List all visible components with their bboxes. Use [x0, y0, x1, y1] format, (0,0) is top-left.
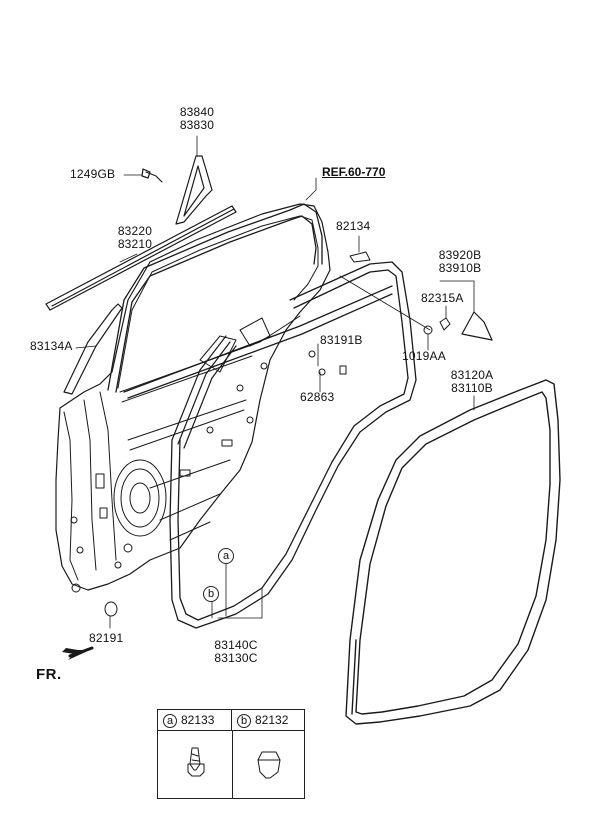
delta-corner-piece: [141, 155, 213, 225]
legend-part-a: 82133: [181, 713, 215, 727]
part-1249GB: 1249GB: [70, 167, 116, 181]
legend-part-b: 82132: [255, 713, 289, 727]
front-direction-label: FR.: [36, 666, 62, 683]
legend-divider: [232, 731, 233, 798]
part-83140C: 83140C: [214, 638, 258, 652]
part-1019AA: 1019AA: [402, 349, 446, 363]
door-inner-panel: [55, 203, 331, 593]
legend-header-b: b 82132: [232, 710, 305, 731]
part-82315A: 82315A: [421, 291, 464, 305]
glass-run-channel: [171, 335, 237, 449]
part-83120A: 83120A: [450, 368, 494, 382]
part-82134: 82134: [336, 219, 371, 233]
part-83210: 83210: [117, 237, 153, 251]
part-83110B: 83110B: [451, 381, 493, 395]
part-83134A: 83134A: [30, 339, 73, 353]
door-window-frame: [107, 203, 393, 399]
small-fasteners: [308, 350, 347, 376]
part-83910B: 83910B: [438, 261, 482, 275]
plug-82191: [104, 601, 118, 617]
legend-marker-a: a: [163, 713, 177, 728]
belt-moulding-strips: [45, 205, 237, 395]
corner-cover: [423, 311, 493, 341]
part-83830: 83830: [179, 118, 215, 132]
leader-lines: [75, 135, 475, 629]
legend-marker-b: b: [237, 713, 251, 728]
part-83220: 83220: [117, 224, 153, 238]
clip-82134: [349, 251, 371, 263]
part-62863: 62863: [300, 390, 335, 404]
reference-label: REF.60-770: [322, 165, 386, 179]
part-83130C: 83130C: [214, 651, 258, 665]
front-direction-arrow: [62, 646, 94, 660]
legend-header-a: a 82133: [158, 710, 232, 731]
callout-b: b: [203, 586, 219, 602]
body-weatherstrip: [345, 379, 561, 725]
part-83920B: 83920B: [438, 248, 482, 262]
part-83191B: 83191B: [320, 333, 363, 347]
part-82191: 82191: [89, 631, 124, 645]
legend-part-82132: [257, 751, 281, 779]
fastener-legend: a 82133 b 82132: [157, 709, 305, 799]
callout-a: a: [218, 548, 234, 564]
door-weatherstrip: [169, 261, 417, 629]
legend-part-82133: [187, 747, 205, 777]
part-83840: 83840: [179, 105, 215, 119]
